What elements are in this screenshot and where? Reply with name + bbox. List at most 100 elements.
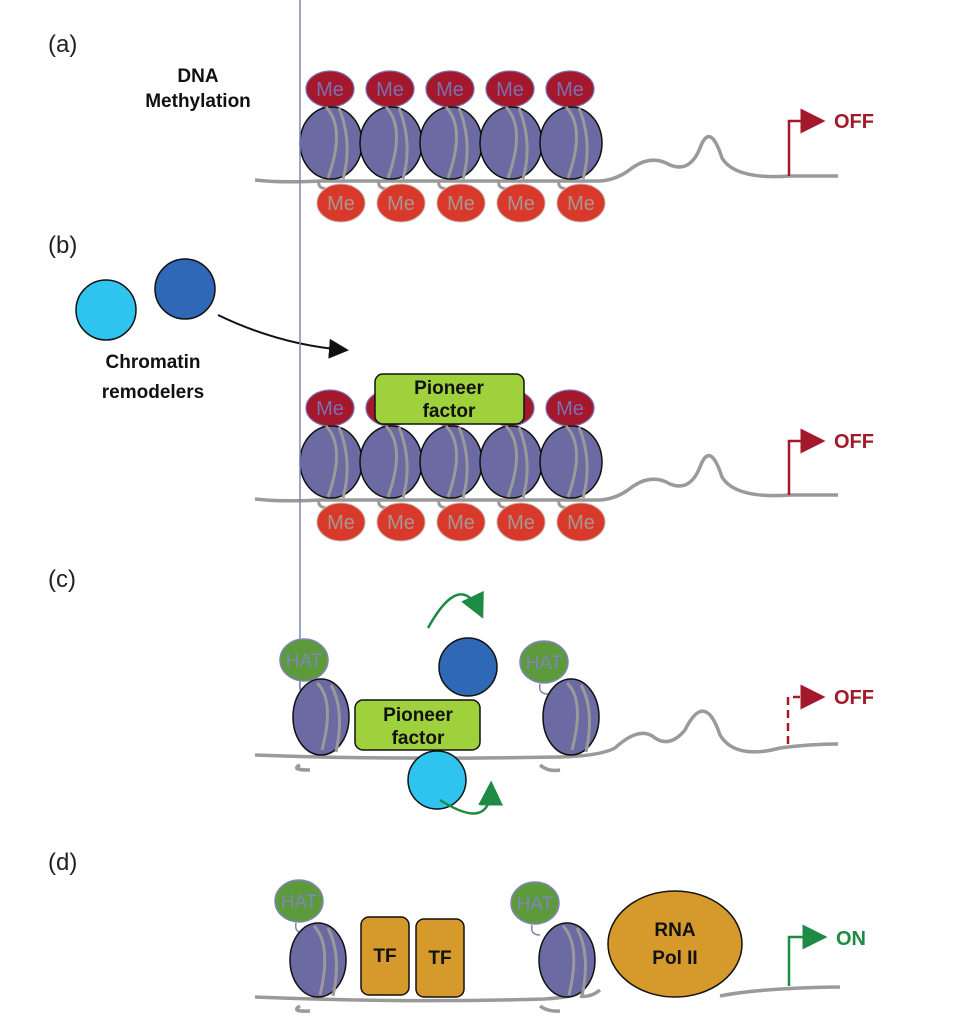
methyl-label-top: Me — [556, 398, 584, 420]
dna-strand-c — [254, 709, 839, 760]
rna-pol-ii — [607, 890, 743, 998]
methyl-group-bottom — [376, 502, 426, 542]
pioneer-factor-b-line2: factor — [423, 401, 476, 422]
pioneer-factor-b-line1: Pioneer — [414, 378, 484, 399]
hat-label-c2: HAT — [526, 653, 563, 674]
hat-enzyme-d2 — [510, 881, 560, 925]
dna-strand-d — [254, 985, 841, 1003]
recruitment-arrow — [217, 314, 349, 359]
pioneer-factor-c — [354, 699, 481, 751]
nucleosome — [299, 424, 363, 499]
methyl-group-bottom — [496, 502, 546, 542]
methyl-label-bottom: Me — [567, 193, 595, 215]
methyl-group-bottom — [496, 183, 546, 223]
methyl-label-bottom: Me — [567, 512, 595, 534]
nucleosome — [359, 424, 423, 499]
methyl-group-bottom — [376, 183, 426, 223]
chromatin-remodeler-dark — [154, 258, 216, 320]
hat-label-d1: HAT — [281, 892, 318, 913]
methyl-label-top: Me — [436, 79, 464, 101]
panel-label-d: (d) — [48, 849, 77, 876]
promoter-arrow-dashed — [786, 695, 800, 744]
status-off: OFF — [834, 111, 874, 133]
promoter-arrow-on — [787, 924, 828, 986]
pioneer-factor-c-line1: Pioneer — [383, 705, 453, 726]
remodeler-dark-c — [438, 637, 498, 697]
hat-tether-d2 — [530, 924, 541, 936]
chromatin-remodeler-light — [75, 279, 137, 341]
panel-label-b: (b) — [48, 232, 77, 259]
dna-tail-d1 — [294, 1004, 311, 1013]
hat-tether-c2 — [538, 683, 549, 695]
methyl-label-top: Me — [316, 398, 344, 420]
dna-strand — [254, 135, 838, 184]
methyl-label-bottom: Me — [387, 512, 415, 534]
nucleosome — [479, 105, 543, 180]
tf-label-1: TF — [373, 946, 396, 967]
status-off: OFF — [834, 431, 874, 453]
nucleosome-d1 — [289, 922, 347, 998]
remodeler-label-line2: remodelers — [102, 382, 204, 403]
dna-tail-c1 — [294, 763, 311, 772]
panel-label-a: (a) — [48, 31, 77, 58]
transcription-factor-2 — [415, 918, 465, 998]
panel-d: (d) HAT HAT TF TF RNA Pol II O — [48, 849, 866, 1013]
transcription-factor-1 — [360, 916, 410, 996]
nucleosome — [359, 105, 423, 180]
panel-label-c: (c) — [48, 566, 76, 593]
methyl-label-bottom: Me — [507, 512, 535, 534]
hat-enzyme-c1 — [279, 638, 329, 682]
remodeler-light-c — [407, 750, 467, 810]
hat-label-d2: HAT — [517, 894, 554, 915]
methyl-group-bottom — [316, 183, 366, 223]
methyl-label-top: Me — [376, 79, 404, 101]
nucleosome-c1 — [292, 678, 350, 756]
nucleosome — [419, 424, 483, 499]
dna-tail-c2 — [538, 763, 561, 773]
pioneer-factor-b — [374, 373, 525, 425]
nucleosome — [539, 424, 603, 499]
eviction-arrow-top — [426, 590, 484, 629]
promoter-c: OFF — [786, 684, 874, 744]
panel-c: (c) HAT HAT Pioneer factor — [48, 0, 839, 815]
nucleosome — [539, 105, 603, 180]
rna-pol-ii-line2: Pol II — [652, 948, 697, 969]
methyl-label-bottom: Me — [387, 193, 415, 215]
pioneer-factor-c-line2: factor — [392, 728, 445, 749]
dna-methylation-title-line1: DNA — [177, 66, 218, 87]
nucleosome-c2 — [542, 678, 600, 756]
nucleosome — [419, 105, 483, 180]
status-on: ON — [836, 928, 866, 950]
methyl-group-bottom — [436, 183, 486, 223]
methyl-group-bottom — [436, 502, 486, 542]
dna-tail-d2 — [538, 1004, 561, 1013]
methyl-group-bottom — [316, 502, 366, 542]
methyl-group-bottom — [556, 183, 606, 223]
methyl-label-bottom: Me — [327, 193, 355, 215]
methyl-group-bottom — [556, 502, 606, 542]
dna-strand — [254, 454, 838, 503]
methyl-label-top: Me — [316, 79, 344, 101]
hat-enzyme-d1 — [274, 879, 324, 923]
tf-label-2: TF — [428, 948, 451, 969]
methyl-label-top: Me — [496, 79, 524, 101]
nucleosome — [299, 105, 363, 180]
dna-methylation-title-line2: Methylation — [145, 91, 251, 112]
promoter-arrow-off — [787, 428, 826, 495]
panel-b: (b) Chromatin remodelers MeMeMeMeMeMeMeM… — [48, 232, 874, 542]
methyl-label-bottom: Me — [507, 193, 535, 215]
methyl-label-bottom: Me — [447, 512, 475, 534]
remodeler-label-line1: Chromatin — [106, 352, 201, 373]
hat-label-c1: HAT — [286, 651, 323, 672]
eviction-arrow-bottom — [439, 780, 504, 815]
methyl-label-top: Me — [556, 79, 584, 101]
nucleosome-d2 — [538, 922, 596, 998]
promoter-arrow-off — [787, 108, 826, 176]
nucleosome — [479, 424, 543, 499]
status-off-c: OFF — [834, 687, 874, 709]
methyl-label-bottom: Me — [327, 512, 355, 534]
